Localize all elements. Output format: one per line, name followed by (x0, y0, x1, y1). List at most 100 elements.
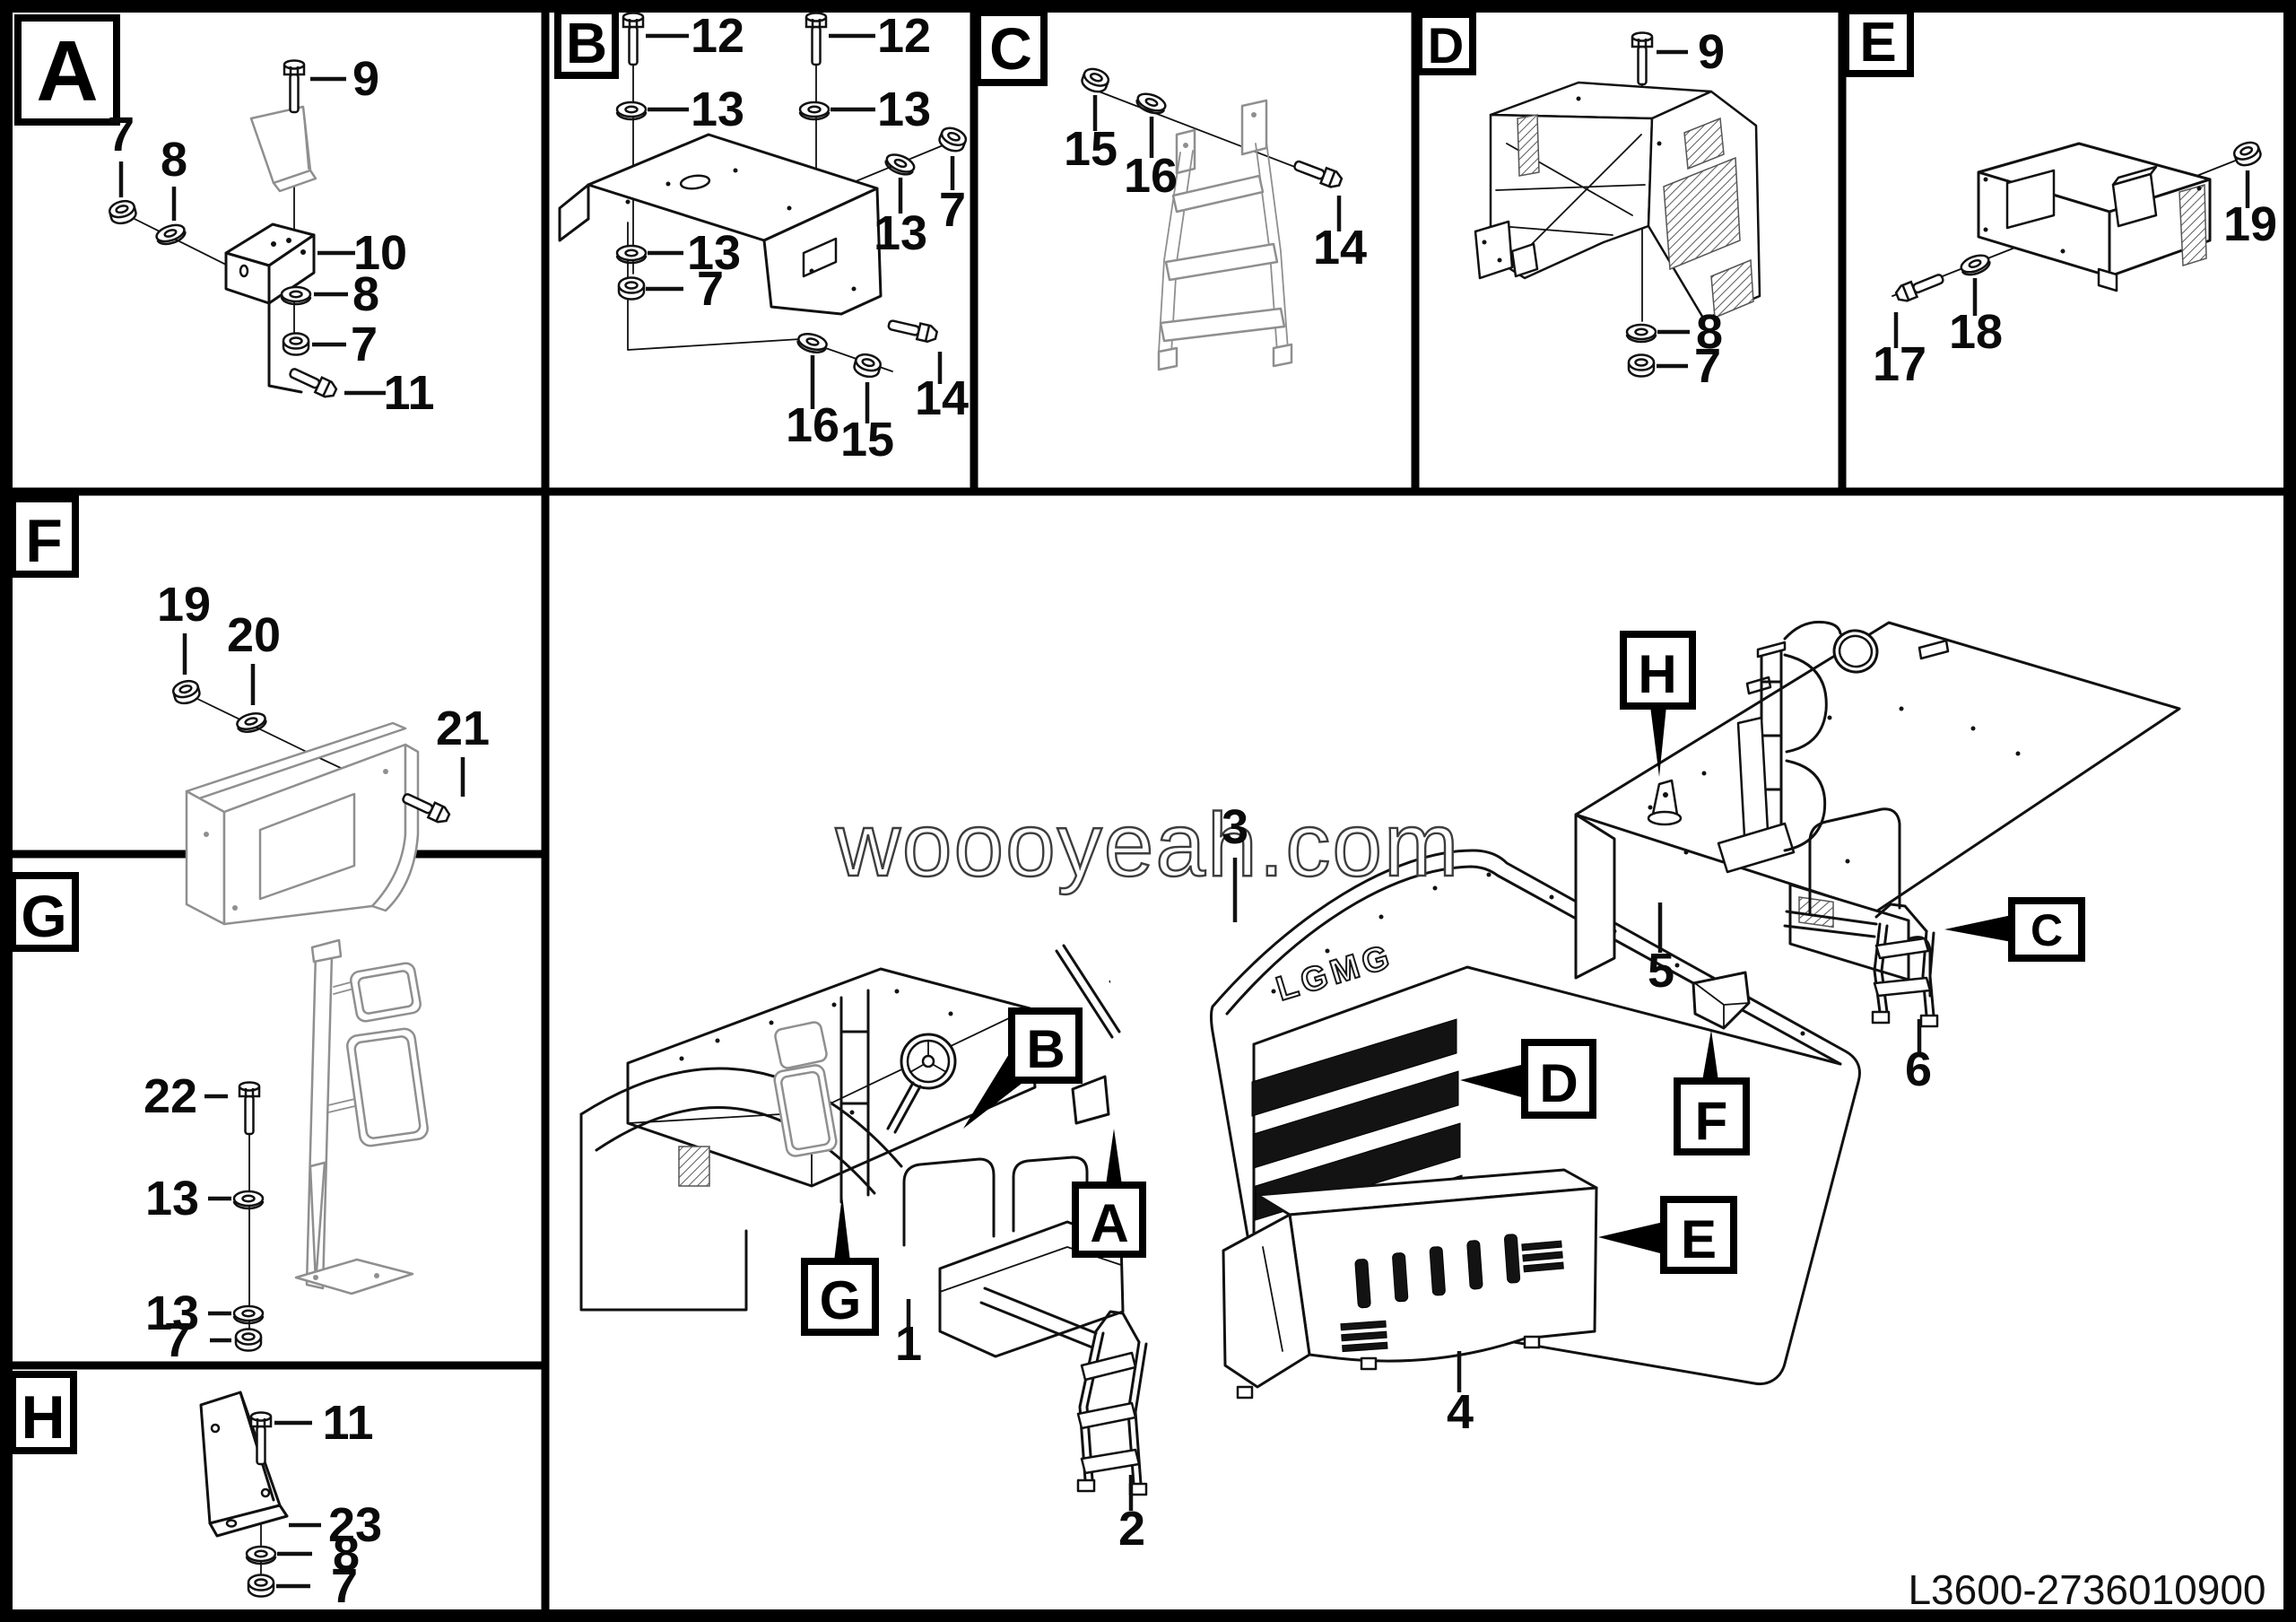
callout-letter: C (2031, 905, 2063, 955)
bracket-part (1977, 142, 2212, 292)
callout-box-f (1674, 1077, 1750, 1155)
washer-icon (280, 285, 312, 306)
callout-number: 19 (2223, 197, 2277, 251)
main-callout-boxes: B A G D E F H C (801, 631, 2085, 1336)
callout-letter: H (1638, 644, 1676, 704)
panel-label-boxes: A B C D E F G H (9, 7, 1914, 1454)
panel-f-letter: F (25, 507, 63, 575)
bolt-icon (1291, 155, 1344, 191)
cab-front-part (1474, 81, 1761, 321)
callout-number: 8 (161, 133, 187, 187)
item-number: 1 (895, 1317, 922, 1371)
callout-number: 20 (227, 608, 281, 662)
callout-number: 18 (1949, 305, 2003, 359)
callout-number: 15 (1064, 122, 1118, 176)
panel-g-letter: G (21, 883, 66, 949)
nut-icon (282, 332, 310, 356)
panel-e-drawing: 19 18 17 (1873, 138, 2277, 391)
panel-d-drawing: 9 8 7 (1474, 25, 1761, 393)
callout-number: 11 (383, 366, 434, 420)
rear-view-mirror (1832, 629, 1879, 674)
callout-number: 13 (687, 226, 741, 280)
callout-number: 21 (436, 702, 490, 755)
callout-box-d (1521, 1039, 1596, 1119)
cover-plate-part (558, 133, 883, 316)
washer-icon (232, 1190, 265, 1210)
washer-icon (615, 244, 648, 265)
callout-number: 8 (1696, 305, 1723, 359)
mirror-assembly-part (294, 938, 429, 1295)
callout-letter: F (1695, 1091, 1728, 1151)
panel-h-label-box (9, 1371, 77, 1454)
callout-number: 10 (353, 226, 407, 280)
steering-wheel (886, 1033, 957, 1134)
bolt-icon (885, 315, 940, 344)
callout-number: 7 (164, 1313, 191, 1367)
washer-icon (232, 1304, 265, 1325)
panel-e-letter: E (1859, 12, 1896, 74)
callout-number: 16 (786, 398, 839, 452)
callout-number: 22 (144, 1069, 197, 1123)
bracket-part (199, 1391, 289, 1538)
nut-icon (617, 276, 646, 301)
large-mirror (773, 1064, 838, 1157)
nut-icon (247, 1574, 275, 1598)
panel-g-drawing: 22 13 13 7 (144, 938, 429, 1367)
item-number: 4 (1447, 1385, 1474, 1439)
panel-b-letter: B (566, 11, 607, 75)
callout-number: 17 (1873, 337, 1926, 391)
callout-number: 8 (333, 1527, 360, 1581)
washer-icon (245, 1545, 277, 1565)
panel-a-label-box (14, 14, 120, 126)
small-mirror (774, 1021, 828, 1069)
callout-number: 7 (939, 183, 966, 237)
panel-b-label-box (554, 7, 619, 79)
item-number: 2 (1118, 1502, 1145, 1556)
callout-letter: E (1681, 1209, 1717, 1269)
bumper-vent (1521, 1240, 1564, 1273)
callout-box-e (1660, 1196, 1737, 1274)
callout-number: 12 (691, 9, 744, 63)
callout-number: 13 (145, 1172, 199, 1225)
callout-number: 13 (145, 1286, 199, 1340)
ladder-item-2 (979, 1286, 1148, 1496)
washer-icon (1625, 323, 1657, 344)
panel-c-drawing: 15 16 14 (1064, 65, 1367, 371)
panel-e-label-box (1842, 7, 1914, 77)
bolt-icon (622, 12, 645, 66)
grab-handle (1071, 978, 1135, 1125)
panel-f-drawing: 19 20 21 (157, 578, 490, 926)
callout-box-b (1008, 1007, 1083, 1084)
washer-icon (798, 100, 831, 121)
bracket-part (185, 721, 420, 926)
front-frame (579, 944, 1121, 1312)
callout-letter: D (1539, 1053, 1578, 1113)
callout-number: 13 (877, 83, 931, 136)
ladder-part (1157, 99, 1293, 371)
bolt-icon (238, 1081, 261, 1136)
ladder-item-6 (1783, 903, 1939, 1028)
bolt-icon (1892, 269, 1947, 305)
callout-number: 11 (322, 1396, 373, 1450)
callout-box-a (1072, 1182, 1146, 1258)
item-number-labels: 1 2 3 4 5 6 (895, 800, 1932, 1556)
grille-bar (1253, 1070, 1459, 1169)
bumper-vent (1340, 1320, 1388, 1353)
nut-icon (1078, 65, 1112, 96)
panel-a-drawing: 9 7 8 10 8 7 11 (106, 52, 435, 420)
callout-number: 7 (697, 262, 724, 316)
bolt-icon (804, 12, 828, 66)
washer-icon (795, 329, 830, 357)
item-number: 6 (1905, 1042, 1932, 1096)
panel-h-letter: H (21, 1383, 65, 1452)
washer-icon (1133, 89, 1170, 118)
panel-c-letter: C (989, 15, 1032, 82)
nut-icon (1627, 353, 1656, 378)
nut-icon (851, 351, 884, 380)
item-number: 5 (1648, 944, 1674, 998)
callout-box-c (2008, 897, 2085, 962)
rear-platform (1574, 620, 2181, 1030)
